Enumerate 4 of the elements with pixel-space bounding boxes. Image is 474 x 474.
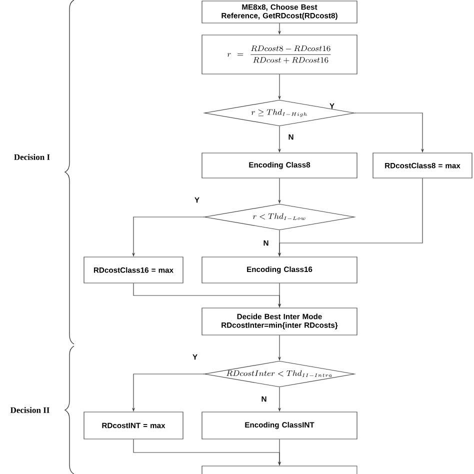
section-label: Decision II — [10, 407, 50, 413]
process-box — [202, 466, 358, 474]
section-label: Decision I — [14, 154, 50, 160]
process-box: $r=\frac{RDcost8-RDcost16}{RDcost+RDcost16}$ — [202, 34, 358, 74]
